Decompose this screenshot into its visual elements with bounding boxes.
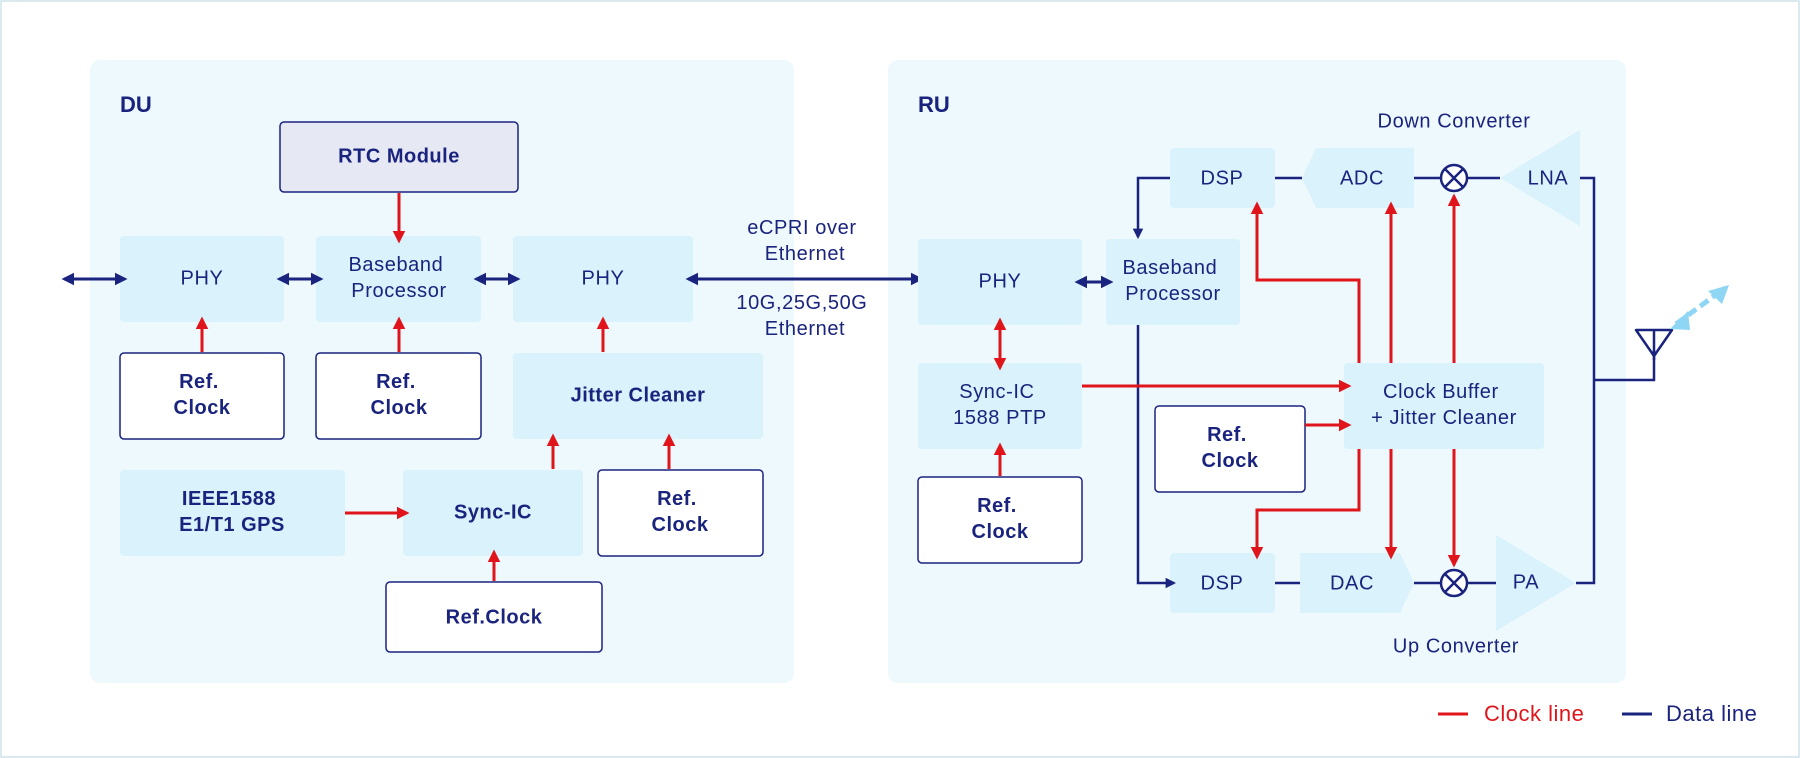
down-mixer-cross-icon	[1444, 168, 1464, 188]
du-ref-clock-bottom-label: Ref.Clock	[446, 606, 543, 628]
du-phy-left-label: PHY	[181, 267, 224, 289]
ru-phy-block	[918, 239, 1082, 325]
du-baseband-block	[316, 236, 481, 322]
clock-buffer-block	[1344, 363, 1544, 449]
rtc-module-label: RTC Module	[338, 145, 460, 167]
du-ref-clock-2-label: Ref. Clock	[371, 371, 428, 419]
lna-block	[1500, 130, 1580, 226]
legend-clock-label: Clock line	[1484, 701, 1584, 726]
du-baseband-label: Baseband Processor	[348, 254, 449, 302]
du-ref-clock-bottom-block	[385, 581, 603, 653]
dsp-bottom-label: DSP	[1201, 572, 1244, 594]
pa-block	[1496, 535, 1576, 631]
ru-sync-ic-label: Sync-IC 1588 PTP	[953, 381, 1047, 429]
link-top-label: eCPRI over Ethernet	[747, 217, 863, 265]
du-phy-right-label: PHY	[582, 267, 625, 289]
ieee1588-label: IEEE1588 E1/T1 GPS	[179, 488, 285, 536]
dsp-bottom-block	[1170, 553, 1275, 613]
du-ref-clock-1-block	[119, 352, 285, 440]
clock-buffer-to-dsp-bottom-clock	[1250, 449, 1361, 560]
ru-ref-clock-left-label: Ref. Clock	[972, 495, 1029, 543]
dac-block	[1300, 553, 1414, 613]
down-converter-label: Down Converter	[1378, 110, 1531, 132]
du-ref-clock-2-block	[315, 352, 482, 440]
dsp-top-block	[1170, 148, 1275, 208]
du-ref-clock-3-label: Ref. Clock	[652, 488, 709, 536]
clock-buffer-to-dsp-top-clock	[1250, 201, 1361, 363]
ieee1588-block	[120, 470, 345, 556]
ru-ref-clock-left-block	[917, 476, 1083, 564]
antenna-icon	[1634, 328, 1674, 360]
ru-title: RU	[918, 92, 950, 117]
baseband-to-dsp-bottom-data	[1136, 325, 1177, 589]
ru-ref-clock-mid-label: Ref. Clock	[1202, 424, 1259, 472]
jitter-cleaner-label: Jitter Cleaner	[571, 384, 706, 406]
dsp-top-label: DSP	[1201, 167, 1244, 189]
link-bottom-label: 10G,25G,50G Ethernet	[736, 292, 873, 340]
clock-buffer-label: Clock Buffer + Jitter Cleaner	[1371, 381, 1517, 429]
lna-label: LNA	[1528, 167, 1569, 189]
du-ref-clock-3-block	[597, 469, 764, 557]
du-sync-ic-label: Sync-IC	[454, 501, 532, 523]
up-mixer-cross-icon	[1444, 573, 1464, 593]
ru-phy-label: PHY	[979, 270, 1022, 292]
adc-label: ADC	[1340, 167, 1384, 189]
du-phy-right-block	[513, 236, 693, 322]
dac-label: DAC	[1330, 572, 1374, 594]
jitter-cleaner-block	[513, 353, 763, 439]
legend-data-label: Data line	[1666, 701, 1757, 726]
du-phy-left-block	[120, 236, 284, 322]
up-converter-label: Up Converter	[1393, 635, 1519, 657]
dsp-top-to-baseband-data	[1132, 176, 1170, 240]
wireless-arrow-head-lower	[1670, 311, 1690, 330]
ru-baseband-block	[1106, 239, 1240, 325]
ru-sync-ic-block	[918, 363, 1082, 449]
du-sync-ic-block	[403, 470, 583, 556]
du-ref-clock-1-label: Ref. Clock	[174, 371, 231, 419]
rtc-module-block	[279, 121, 519, 193]
ru-ref-clock-mid-block	[1154, 405, 1306, 493]
pa-label: PA	[1513, 571, 1539, 593]
wireless-arrow-head-upper	[1708, 285, 1729, 304]
adc-block	[1302, 148, 1414, 208]
du-title: DU	[120, 92, 152, 117]
ru-baseband-label: Baseband Processor	[1122, 257, 1223, 305]
